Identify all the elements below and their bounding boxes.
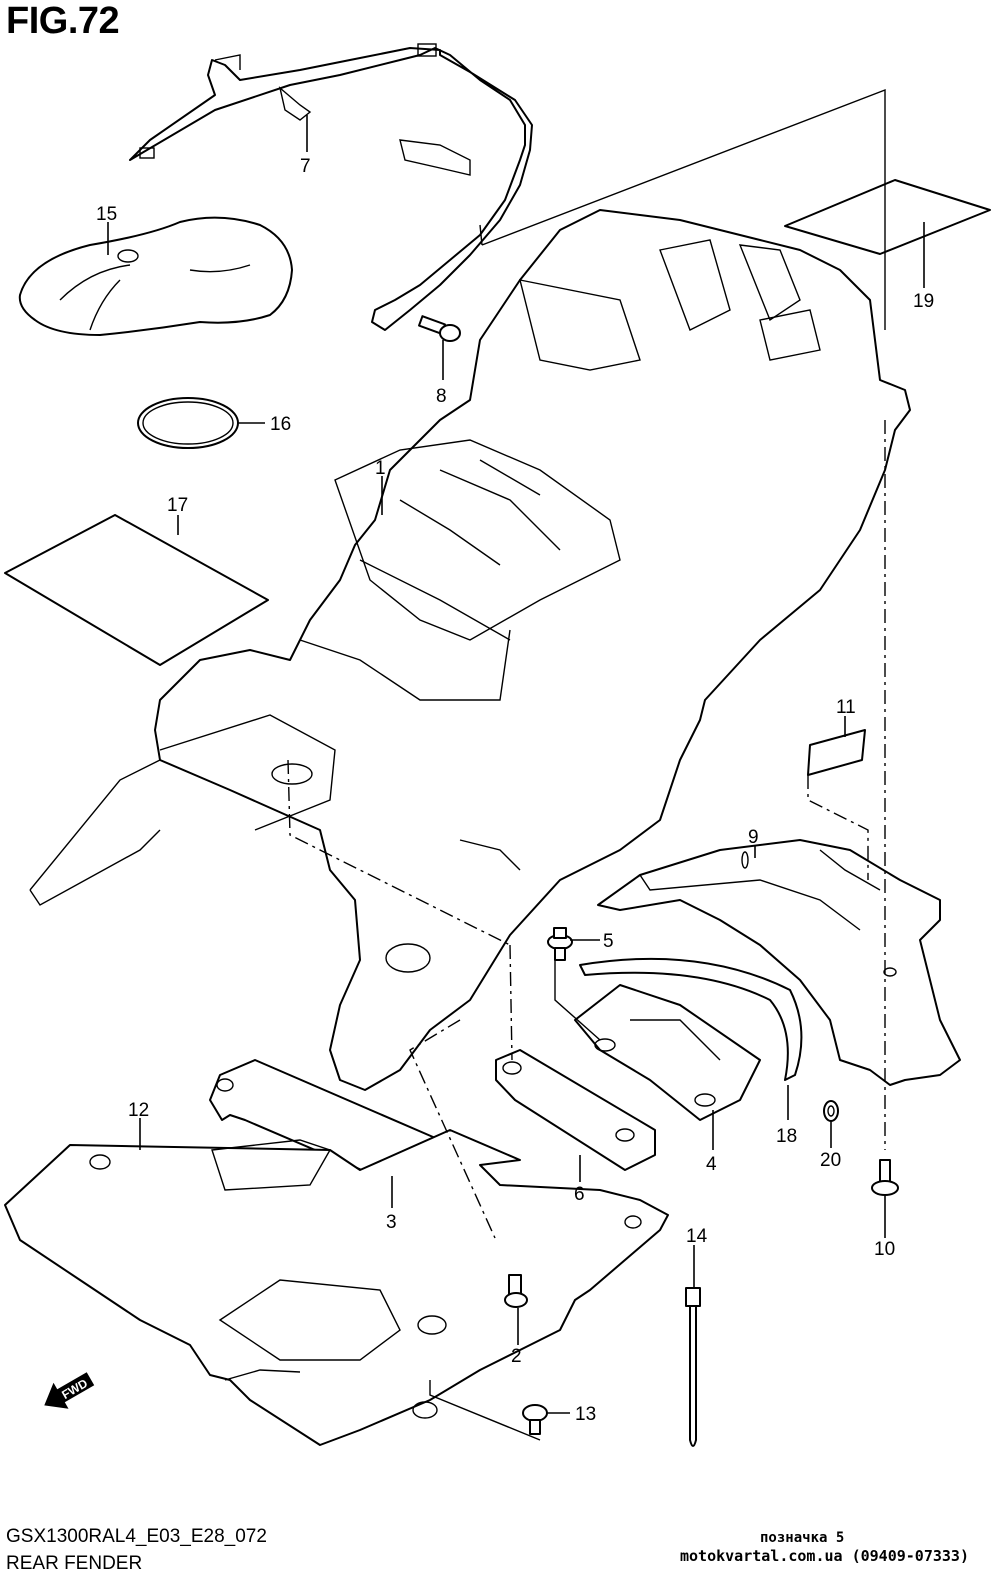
part-18-strip[interactable] xyxy=(579,957,803,1081)
callout-12: 12 xyxy=(128,1100,149,1121)
part-17-sheet[interactable] xyxy=(4,514,269,666)
callout-1: 1 xyxy=(375,458,386,479)
callout-2: 2 xyxy=(511,1346,522,1367)
callout-4: 4 xyxy=(706,1154,717,1175)
callout-18: 18 xyxy=(776,1126,797,1147)
callout-20: 20 xyxy=(820,1150,841,1171)
callout-15: 15 xyxy=(96,204,117,225)
part-14-cable-tie[interactable] xyxy=(685,1287,701,1447)
callout-9: 9 xyxy=(748,827,759,848)
callout-6: 6 xyxy=(574,1184,585,1205)
fwd-arrow-icon: FWD xyxy=(44,1372,95,1409)
part-8-bolt[interactable] xyxy=(418,315,461,342)
callout-labels: 7 15 8 16 1 17 19 11 9 5 12 4 18 20 6 3 … xyxy=(96,156,934,1425)
watermark-label: позначка 5 xyxy=(760,1530,845,1546)
assembly-guide-lines xyxy=(287,88,886,1441)
part-6-plate[interactable] xyxy=(495,1049,656,1171)
callout-19: 19 xyxy=(913,291,934,312)
callout-13: 13 xyxy=(575,1404,596,1425)
figure-name: REAR FENDER xyxy=(6,1553,143,1574)
part-20-washer[interactable] xyxy=(823,1100,839,1122)
callout-10: 10 xyxy=(874,1239,895,1260)
callout-3: 3 xyxy=(386,1212,397,1233)
figure-title: FIG.72 xyxy=(6,0,120,42)
part-4-bracket[interactable] xyxy=(574,984,761,1121)
part-12-undertray[interactable] xyxy=(4,1129,669,1446)
callout-11: 11 xyxy=(836,697,856,718)
part-19-sheet[interactable] xyxy=(784,179,991,255)
part-7-grab-rail[interactable] xyxy=(129,43,533,331)
callout-17: 17 xyxy=(167,495,188,516)
figure-code: GSX1300RAL4_E03_E28_072 xyxy=(6,1526,267,1547)
callout-14: 14 xyxy=(686,1226,708,1247)
part-10-bolt[interactable] xyxy=(871,1159,899,1196)
part-2-bolt[interactable] xyxy=(504,1274,528,1308)
callout-7: 7 xyxy=(300,156,311,177)
part-16-ring[interactable] xyxy=(137,397,239,449)
part-11-pad[interactable] xyxy=(807,729,866,776)
watermark-site: motokvartal.com.ua (09409-07333) xyxy=(680,1547,969,1565)
callout-leaders xyxy=(107,115,925,1414)
callout-16: 16 xyxy=(270,414,291,435)
part-9-inner-fender[interactable] xyxy=(597,839,961,1086)
callout-5: 5 xyxy=(603,931,614,952)
part-13-clip[interactable] xyxy=(522,1404,548,1435)
part-5-clip[interactable] xyxy=(547,927,573,961)
callout-8: 8 xyxy=(436,386,447,407)
part-1-rear-fender[interactable] xyxy=(29,209,911,1091)
part-15-tail-cover[interactable] xyxy=(18,216,293,336)
